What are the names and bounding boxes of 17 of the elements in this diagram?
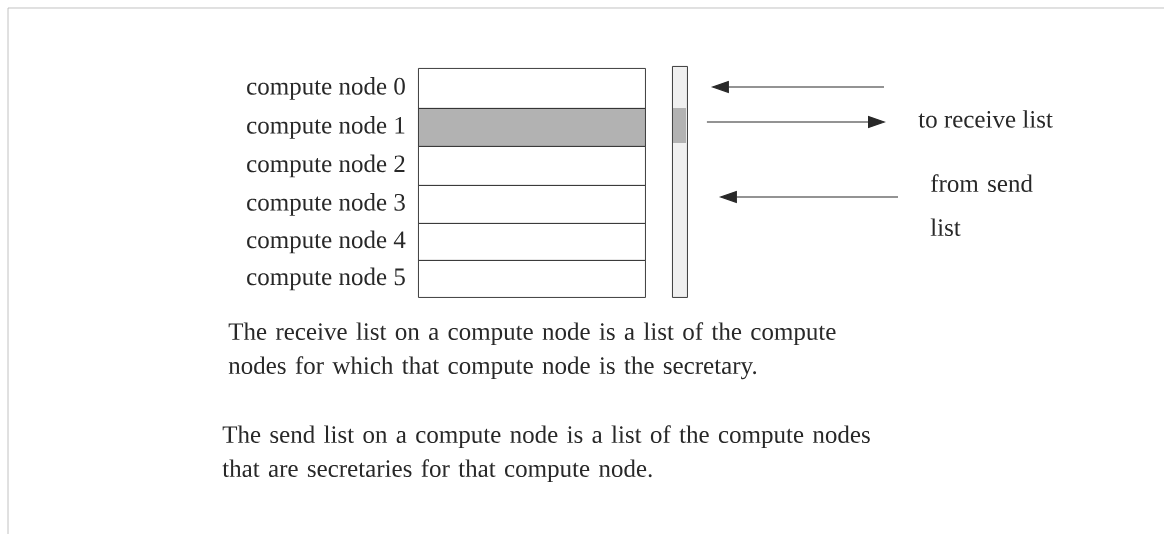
node-label: compute node 5: [247, 267, 405, 291]
node-label: compute node 3: [247, 193, 405, 216]
node-label: compute node 0: [247, 77, 405, 100]
node-label: compute node 1: [247, 116, 405, 139]
caption-text: The send list on a compute node is a list of the compute nodes that are secretaries for that compute node.: [222, 425, 870, 483]
node-label: compute node 4: [247, 230, 406, 254]
node-label: compute node 2: [247, 154, 405, 178]
table-row: compute node 3: [247, 185, 646, 224]
list-label: to receive list: [918, 110, 1053, 128]
table-row: compute node 0: [247, 68, 646, 109]
table-row: compute node 2: [247, 146, 646, 186]
table-row: compute node 5: [247, 260, 646, 298]
table-row: compute node 1: [247, 108, 646, 147]
list-label: from send list: [930, 174, 1033, 237]
caption-text: The receive list on a compute node is a list of the compute nodes for which that compute node is the secretary.: [228, 322, 836, 380]
list-bar: [672, 66, 688, 298]
table-row: compute node 4: [247, 223, 646, 261]
